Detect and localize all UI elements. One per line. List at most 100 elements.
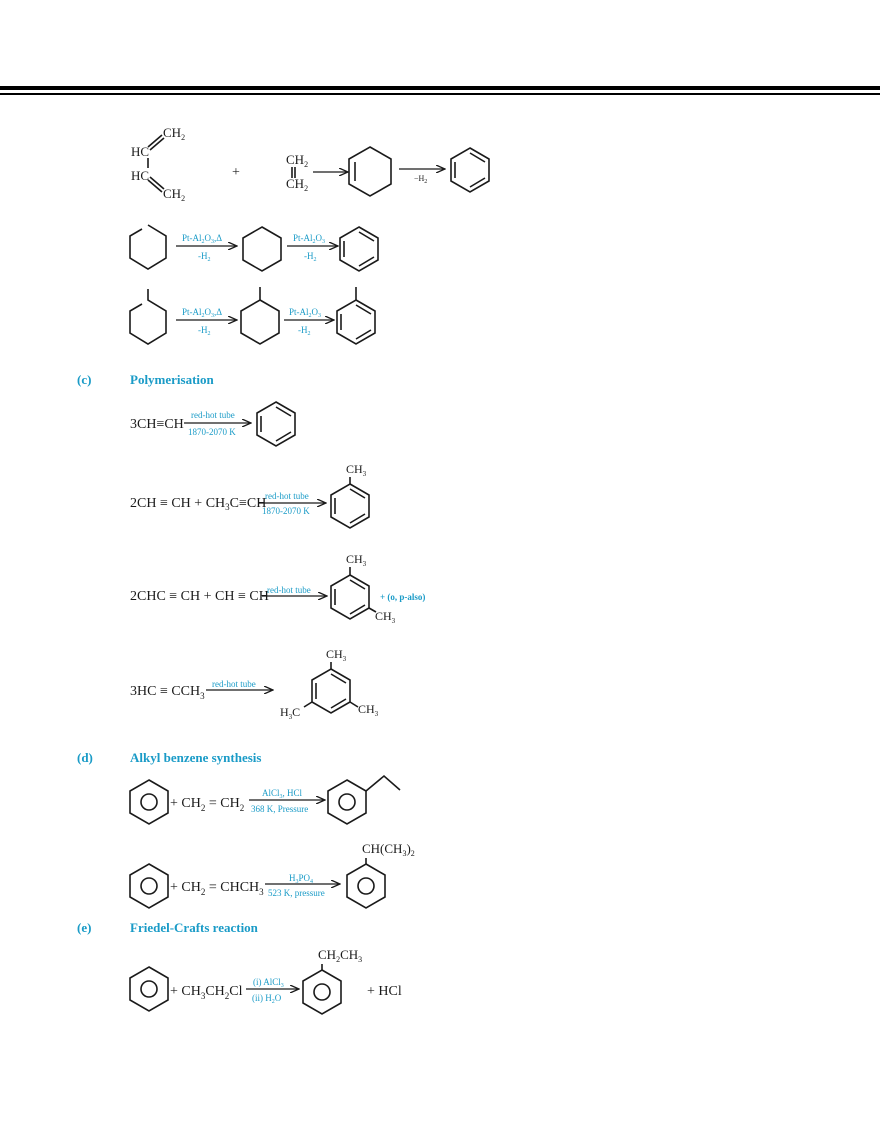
- dehydro-label: −H2: [414, 174, 427, 185]
- ethylbenzene-ring: [327, 779, 367, 825]
- ethyl-chain: [365, 774, 401, 792]
- reactant-text: 3HC ≡ CCH3: [130, 684, 205, 701]
- condition-top: red-hot tube: [191, 410, 235, 420]
- methyl-bond: [303, 701, 313, 708]
- methyl-bond: [349, 701, 359, 708]
- aromatic-circle: [140, 980, 158, 998]
- ch3-label: CH3: [346, 462, 367, 478]
- section-letter-d: (d): [77, 750, 93, 765]
- header-rule-thick: [0, 86, 880, 90]
- benzene-double-bonds: [315, 673, 347, 709]
- methyl-bond: [368, 607, 377, 613]
- hexane-reaction: Pt-Al2O3,Δ -H2 Pt-Al2O3 -H2: [129, 224, 379, 272]
- benzene-ring: [339, 226, 379, 272]
- reactant-text: 3CH≡CH: [130, 417, 184, 432]
- condition-top: red-hot tube: [265, 491, 309, 501]
- benzene-double-bonds: [454, 152, 486, 188]
- hexane-chain: [129, 224, 167, 270]
- ch3-label: CH3: [346, 552, 367, 568]
- ch3-label: CH3: [326, 647, 347, 663]
- ch3-label: CH3: [358, 702, 379, 718]
- ethene-ch2-top: CH2: [286, 152, 308, 169]
- condition-bottom: (ii) H2O: [252, 993, 282, 1005]
- polymerisation-reaction-1: 3CH≡CH red-hot tube 1870-2070 K: [130, 401, 296, 447]
- aromatic-circle: [140, 877, 158, 895]
- byproduct-hcl: + HCl: [367, 984, 402, 999]
- benzene-ring: [129, 966, 169, 1012]
- condition-top: red-hot tube: [267, 585, 311, 595]
- isopropyl-label: CH(CH3)2: [362, 841, 415, 858]
- heptane-chain: [129, 289, 167, 345]
- condition-top: AlCl3, HCl: [262, 788, 303, 800]
- heptane-reaction: Pt-Al2O3,Δ -H2 Pt-Al2O3 -H2: [129, 287, 376, 345]
- alkyl-reaction-2: + CH2 = CHCH3 H3PO4 523 K, pressure CH(C…: [129, 841, 415, 909]
- h3c-label: H3C: [280, 705, 300, 721]
- toluene-ring: [336, 299, 376, 345]
- friedel-crafts-reaction: + CH3CH2Cl (i) AlCl3 (ii) H2O CH2CH3 + H…: [129, 947, 402, 1015]
- benzene-double-bonds: [340, 304, 372, 340]
- polymerisation-reaction-4: 3HC ≡ CCH3 red-hot tube CH3 H3C CH3: [130, 647, 379, 721]
- condition-bottom: 1870-2070 K: [262, 506, 310, 516]
- benzene-ring: [450, 147, 490, 193]
- hc-label: HC: [131, 144, 149, 159]
- condition-top: red-hot tube: [212, 679, 256, 689]
- condition-top: Pt-Al2O3: [289, 307, 321, 319]
- ethene-ch2-bottom: CH2: [286, 176, 308, 193]
- section-letter-e: (e): [77, 920, 91, 935]
- benzene-double-bonds: [343, 231, 375, 267]
- ethyl-label: CH2CH3: [318, 947, 362, 964]
- header-rule-thin: [0, 93, 880, 95]
- benzene-ring: [129, 863, 169, 909]
- section-title-alkyl: Alkyl benzene synthesis: [130, 750, 261, 765]
- double-bond: [147, 176, 165, 193]
- condition-bottom: -H2: [198, 251, 211, 263]
- ethylbenzene-ring: [302, 969, 342, 1015]
- ch2-top-label: CH2: [163, 125, 185, 142]
- section-title-friedel: Friedel-Crafts reaction: [130, 920, 259, 935]
- toluene-ring: [330, 483, 370, 529]
- xylene-ring: [330, 574, 370, 620]
- aromatic-circle: [140, 793, 158, 811]
- isomer-note: + (o, p-also): [380, 592, 425, 602]
- benzene-double-bonds: [334, 579, 366, 615]
- alkyl-reaction-1: + CH2 = CH2 AlCl3, HCl 368 K, Pressure: [129, 774, 401, 825]
- condition-top: H3PO4: [289, 873, 313, 885]
- condition-top: (i) AlCl3: [253, 977, 284, 989]
- condition-bottom: 368 K, Pressure: [251, 804, 308, 814]
- condition-top: Pt-Al2O3: [293, 233, 325, 245]
- ch2-bottom-label: CH2: [163, 186, 185, 203]
- condition-bottom: 1870-2070 K: [188, 427, 236, 437]
- aromatic-circle: [338, 793, 356, 811]
- mesitylene-ring: [311, 668, 351, 714]
- cyclohexane-ring: [242, 226, 282, 272]
- reactant-text: + CH3CH2Cl: [170, 984, 243, 1001]
- reactant-text: + CH2 = CHCH3: [170, 880, 264, 897]
- diene-reaction: CH2 HC HC CH2 + CH2 CH2 −H2: [131, 125, 490, 203]
- reactant-text: + CH2 = CH2: [170, 796, 244, 813]
- polymerisation-reaction-3: 2CHC ≡ CH + CH ≡ CH red-hot tube CH3 CH3…: [130, 552, 425, 625]
- ch3-label: CH3: [375, 609, 396, 625]
- reactant-text: 2CH ≡ CH + CH3C≡CH: [130, 496, 266, 512]
- condition-bottom: -H2: [304, 251, 317, 263]
- section-letter-c: (c): [77, 372, 91, 387]
- benzene-ring: [256, 401, 296, 447]
- hc-label: HC: [131, 168, 149, 183]
- methylcyclohexane-ring: [240, 299, 280, 345]
- condition-bottom: -H2: [298, 325, 311, 337]
- polymerisation-reaction-2: 2CH ≡ CH + CH3C≡CH red-hot tube 1870-207…: [130, 462, 370, 529]
- condition-bottom: -H2: [198, 325, 211, 337]
- double-bond: [147, 134, 165, 151]
- benzene-ring: [129, 779, 169, 825]
- reactant-text: 2CHC ≡ CH + CH ≡ CH: [130, 589, 269, 604]
- aromatic-circle: [357, 877, 375, 895]
- ethene-double-bond: [291, 167, 296, 178]
- section-title-polymerisation: Polymerisation: [130, 372, 215, 387]
- plus-sign: +: [232, 165, 240, 180]
- condition-top: Pt-Al2O3,Δ: [182, 233, 222, 245]
- benzene-double-bonds: [334, 488, 366, 524]
- aromatic-circle: [313, 983, 331, 1001]
- benzene-double-bonds: [260, 406, 292, 442]
- cumene-ring: [346, 863, 386, 909]
- cyclohexene-ring: [348, 146, 392, 197]
